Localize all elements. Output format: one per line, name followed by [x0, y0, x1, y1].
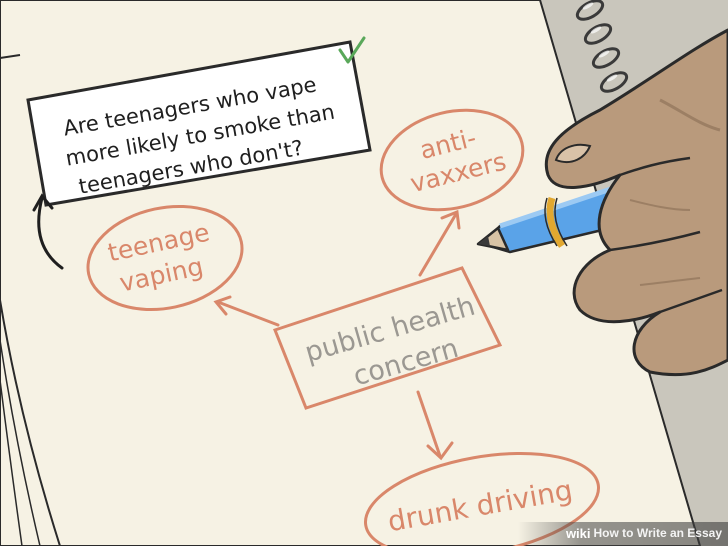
checkmark-icon [338, 36, 366, 64]
watermark: wiki How to Write an Essay [566, 524, 722, 542]
watermark-background [518, 522, 728, 546]
hand-with-pen [476, 28, 728, 377]
curved-arrow-icon [32, 193, 64, 270]
wikihow-logo: wiki [565, 525, 591, 541]
arrow-to-antivaxxers [418, 209, 461, 277]
question-box: Are teenagers who vape more likely to sm… [26, 40, 372, 207]
antivaxxers-bubble: anti- vaxxers [379, 108, 525, 212]
arrow-to-drunk-driving [416, 390, 454, 461]
arrow-to-vaping [213, 295, 280, 327]
watermark-title: How to Write an Essay [593, 526, 722, 540]
